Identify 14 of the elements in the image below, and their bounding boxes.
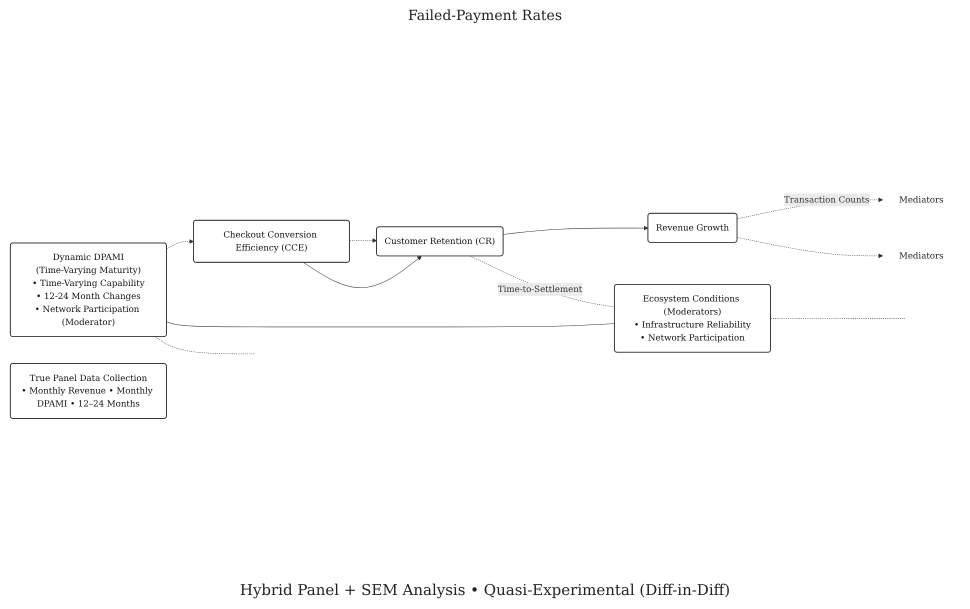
connector <box>155 336 256 354</box>
connector <box>470 255 615 307</box>
node-text: Mediators <box>899 250 944 260</box>
edge-label: Time-to-Settlement <box>498 284 582 294</box>
arrow <box>166 238 194 249</box>
arrow <box>737 236 884 258</box>
note-text: Failed-Payment Rates <box>408 8 562 24</box>
connector <box>166 321 615 327</box>
caption: Hybrid Panel + SEM Analysis • Quasi-Experimental (Diff-in-Diff) <box>240 581 730 599</box>
arrow <box>503 225 648 234</box>
edge-label: Transaction Counts <box>784 194 870 204</box>
arrow <box>303 256 422 288</box>
node-text: Mediators <box>899 194 944 204</box>
arrow <box>350 238 377 243</box>
